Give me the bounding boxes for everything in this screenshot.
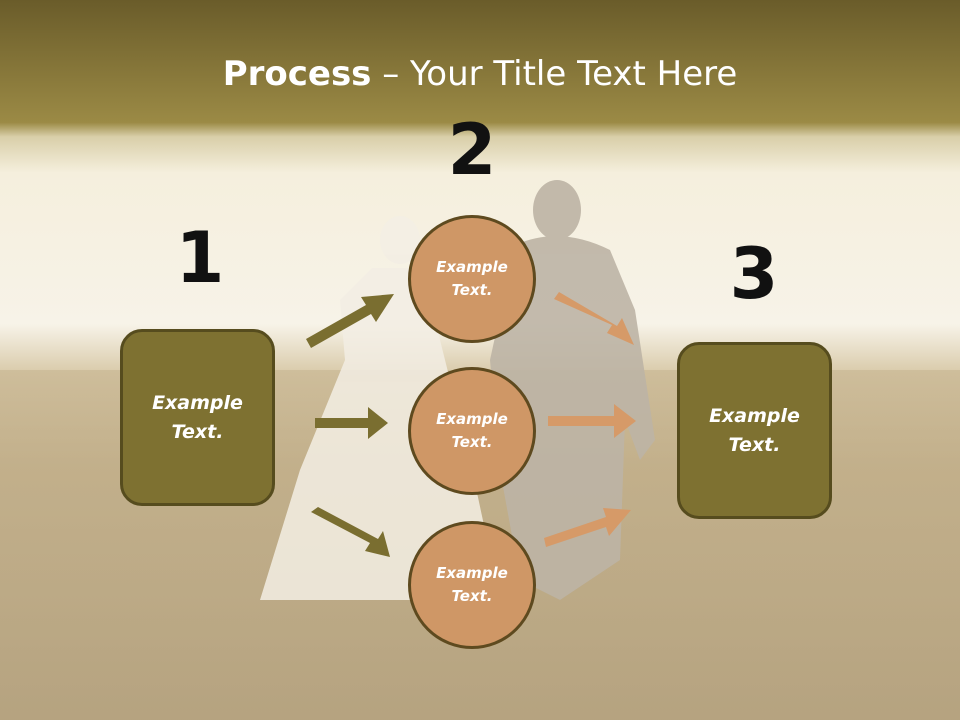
- step-number-1: 1: [175, 217, 225, 299]
- arrow-top-to-3: [554, 292, 634, 345]
- step-3-box: Example Text.: [677, 342, 832, 519]
- slide-title: Process – Your Title Text Here: [0, 50, 960, 98]
- title-rest: – Your Title Text Here: [371, 54, 738, 94]
- step-number-2: 2: [447, 109, 497, 191]
- step-2-circle-bottom: Example Text.: [408, 521, 536, 649]
- step-3-label: Example Text.: [709, 404, 800, 456]
- arrow-1-to-middle: [315, 407, 388, 439]
- circle-bottom-label: Example Text.: [436, 564, 508, 605]
- circle-middle-label: Example Text.: [436, 410, 508, 451]
- step-number-3: 3: [729, 233, 779, 315]
- step-1-box: Example Text.: [120, 329, 275, 506]
- arrow-bottom-to-3: [544, 508, 631, 547]
- step-2-circle-top: Example Text.: [408, 215, 536, 343]
- circle-top-label: Example Text.: [436, 258, 508, 299]
- step-2-circle-middle: Example Text.: [408, 367, 536, 495]
- arrow-middle-to-3: [548, 404, 636, 438]
- title-bold: Process: [222, 54, 372, 94]
- step-1-label: Example Text.: [152, 391, 243, 443]
- arrow-1-to-top: [306, 294, 394, 348]
- arrow-1-to-bottom: [311, 507, 390, 557]
- bride-silhouette: [260, 216, 500, 600]
